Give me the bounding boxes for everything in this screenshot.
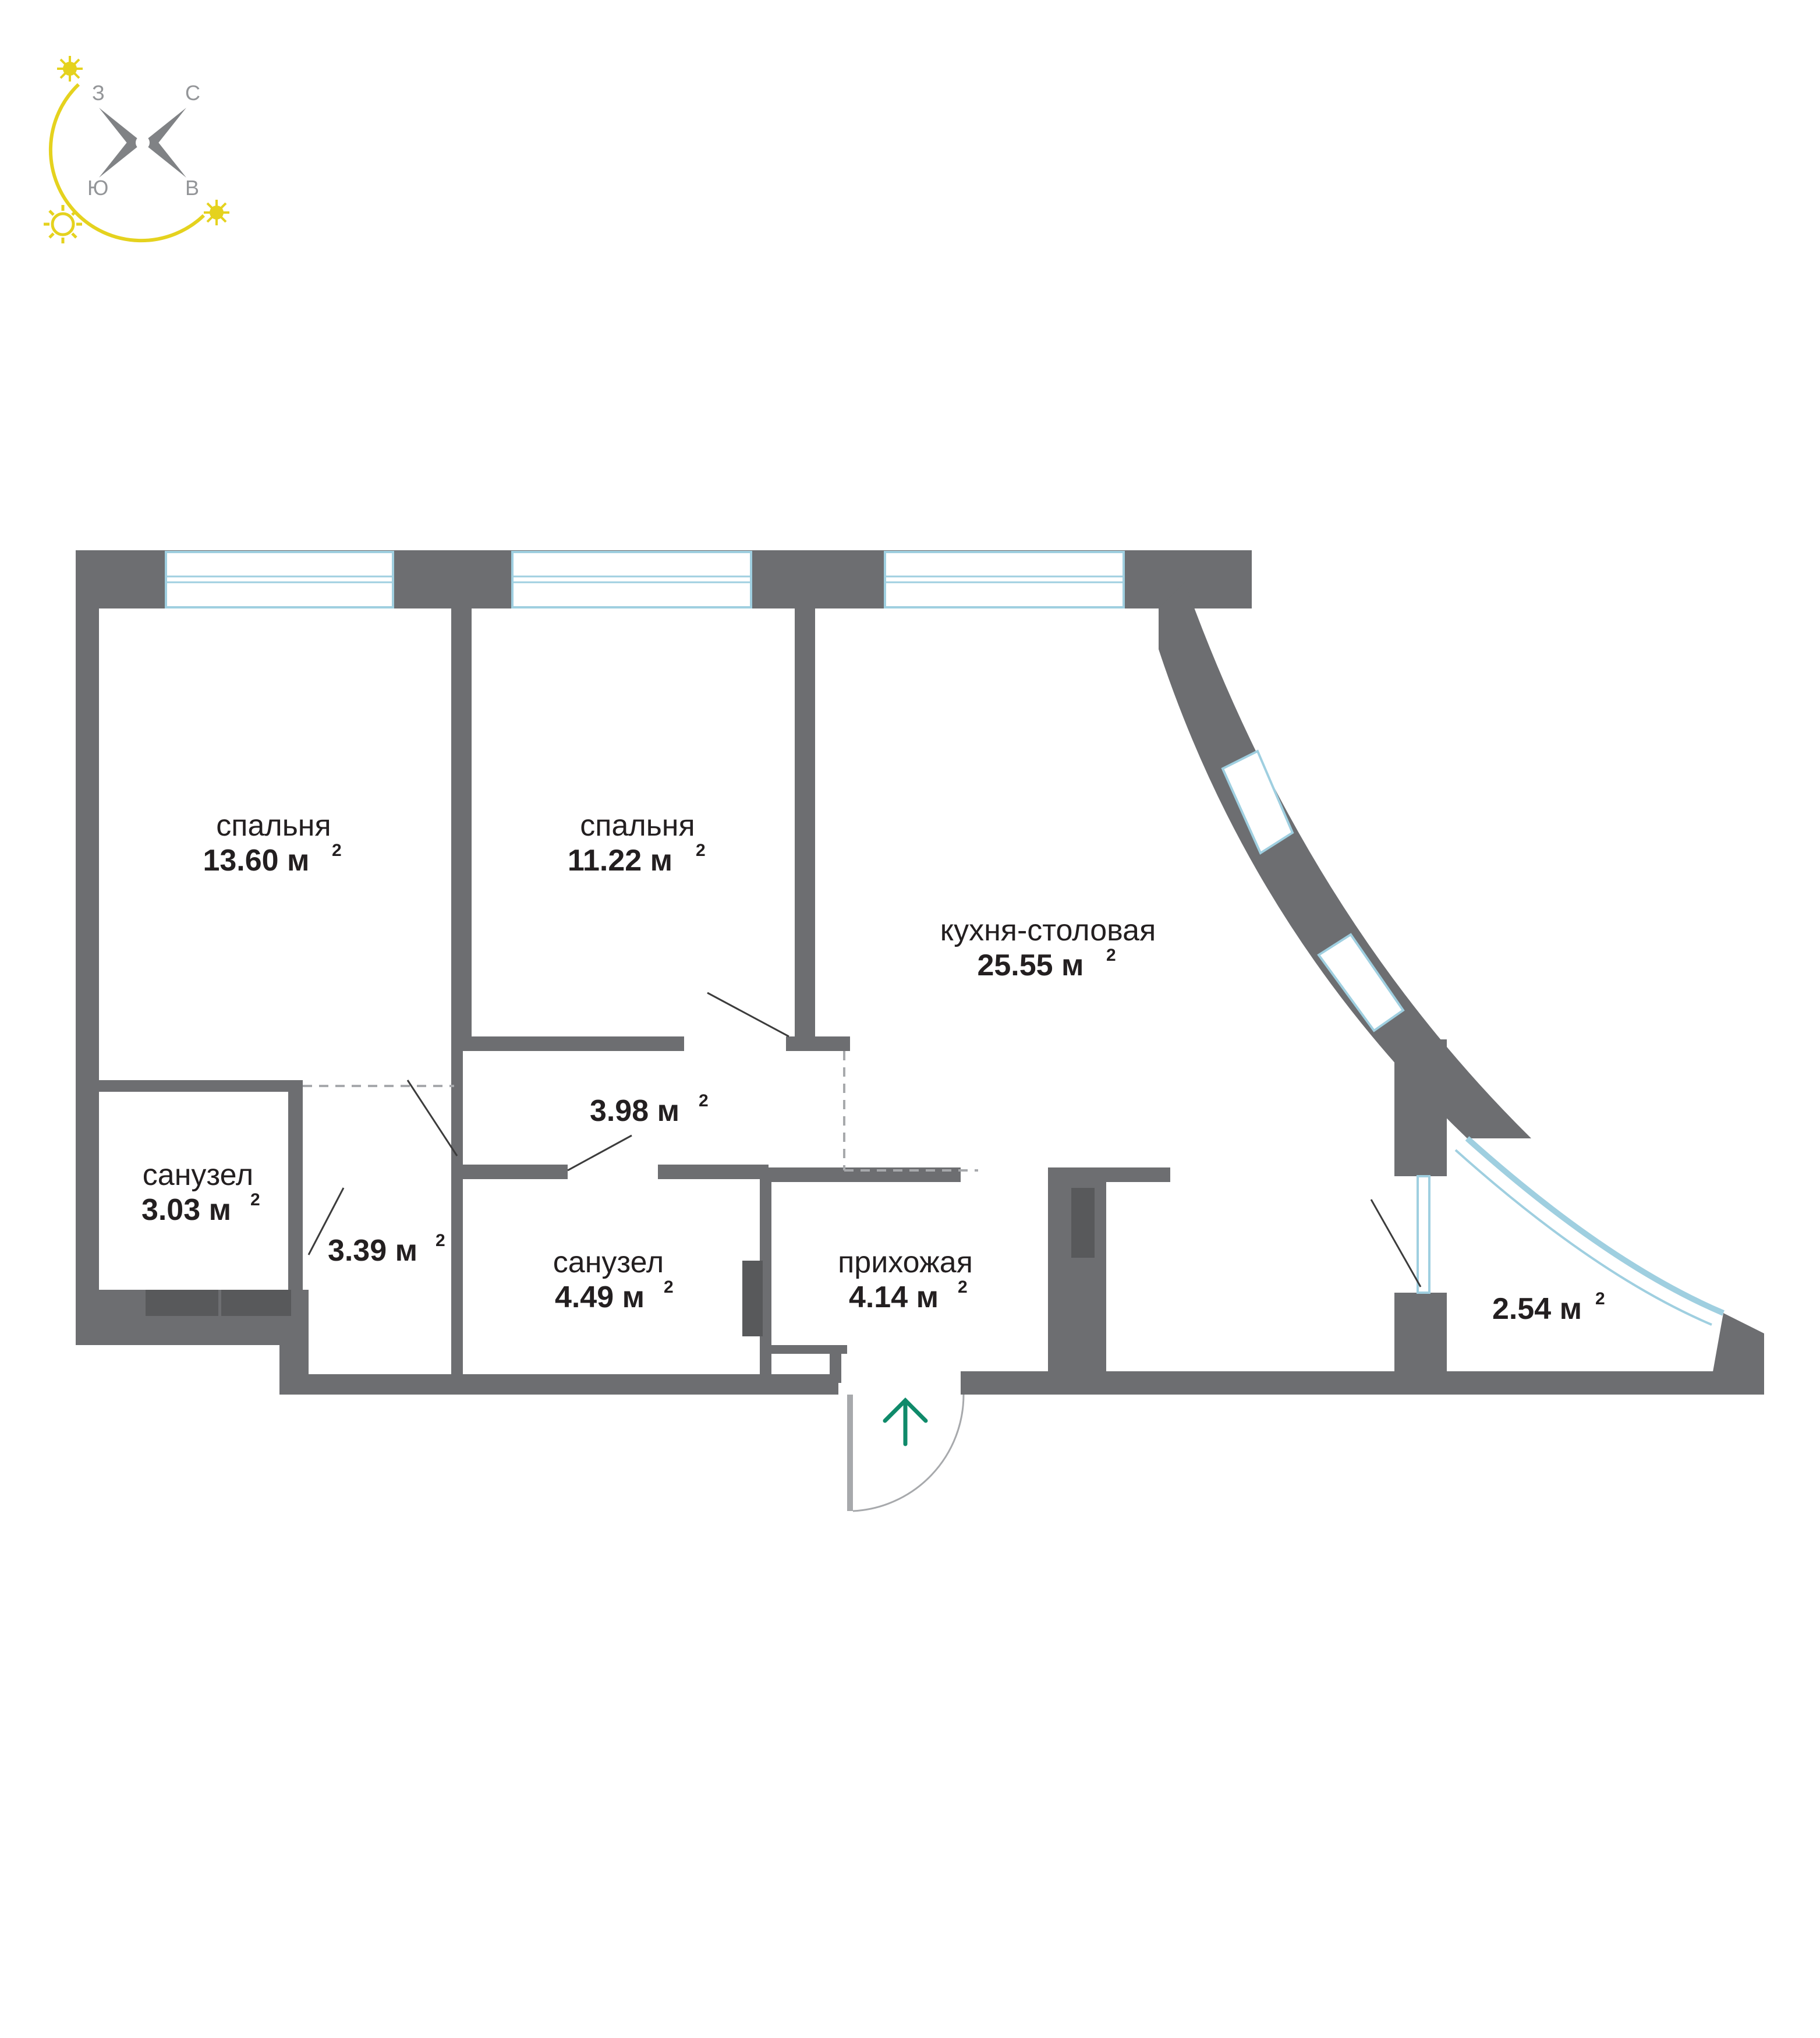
compass-rose-icon (99, 108, 186, 178)
room-area-unit-sup: 2 (435, 1231, 445, 1250)
room-bedroom-1: спальня 13.60 м 2 (203, 809, 341, 878)
sun-path-arc (48, 83, 206, 243)
room-area-unit-sup: 2 (250, 1190, 260, 1209)
compass-south-label: Ю (87, 176, 108, 200)
room-bedroom-2: спальня 11.22 м 2 (568, 809, 706, 878)
room-area-unit-sup: 2 (696, 841, 706, 860)
sun-icon-top (57, 56, 83, 82)
compass-north-label: С (185, 81, 200, 105)
room-kitchen-dining: кухня-столовая 25.55 м 2 (940, 914, 1156, 982)
room-entrance-hall: прихожая 4.14 м 2 (838, 1246, 973, 1314)
sun-icon-bottom-left (44, 205, 82, 243)
room-area-unit-sup: 2 (958, 1278, 968, 1297)
room-area: 4.14 м (849, 1280, 939, 1314)
compass-west-label: З (92, 81, 105, 105)
room-area: 3.98 м (590, 1094, 679, 1128)
room-area-unit-sup: 2 (332, 841, 342, 860)
room-area: 4.49 м (555, 1280, 645, 1314)
windows (165, 551, 1725, 1326)
doors (307, 992, 1422, 1512)
room-area: 11.22 м (568, 844, 672, 878)
room-closet: 3.39 м 2 (328, 1231, 445, 1268)
room-name: спальня (216, 809, 331, 843)
arrow-up-icon (883, 1397, 928, 1446)
room-area-unit-sup: 2 (1106, 946, 1116, 965)
room-bathroom-2: санузел 4.49 м 2 (553, 1246, 674, 1314)
zone-boundaries (303, 1051, 978, 1172)
compass: С З Ю В (44, 56, 229, 243)
room-area: 2.54 м (1492, 1292, 1582, 1326)
room-bathroom-1: санузел 3.03 м 2 (141, 1158, 260, 1227)
room-area-unit-sup: 2 (664, 1278, 674, 1297)
room-area-unit-sup: 2 (699, 1091, 709, 1110)
room-name: санузел (143, 1158, 253, 1192)
room-area: 13.60 м (203, 844, 309, 878)
room-area: 3.03 м (141, 1193, 231, 1227)
room-corridor: 3.98 м 2 (590, 1091, 709, 1128)
room-balcony: 2.54 м 2 (1492, 1289, 1605, 1326)
room-name: спальня (580, 809, 695, 843)
room-area: 25.55 м (977, 949, 1083, 982)
room-area: 3.39 м (328, 1234, 417, 1268)
sun-icon-bottom-right (204, 200, 229, 225)
room-name: кухня-столовая (940, 914, 1156, 947)
compass-east-label: В (185, 176, 199, 200)
room-name: санузел (553, 1246, 664, 1279)
room-area-unit-sup: 2 (1595, 1289, 1605, 1308)
room-name: прихожая (838, 1246, 973, 1279)
